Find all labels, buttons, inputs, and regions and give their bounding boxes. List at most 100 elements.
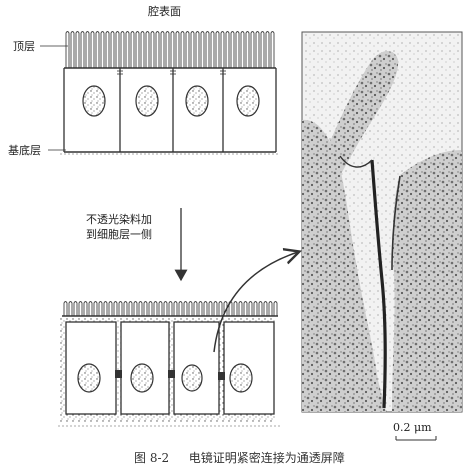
microvillus <box>180 31 185 68</box>
microvillus <box>133 301 138 316</box>
microvillus <box>83 301 88 316</box>
bottom-microvilli <box>63 301 278 316</box>
microvillus <box>150 31 155 68</box>
microvillus <box>128 301 133 316</box>
microvillus <box>168 301 173 316</box>
microvillus <box>120 31 125 68</box>
figure-caption-text: 电镜证明紧密连接为通透屏障 <box>188 451 345 465</box>
microvillus <box>203 301 208 316</box>
microvillus <box>230 31 235 68</box>
microvillus <box>153 301 158 316</box>
microvillus <box>245 31 250 68</box>
microvillus <box>100 31 105 68</box>
microvillus <box>225 31 230 68</box>
microvillus <box>215 31 220 68</box>
microvillus <box>178 301 183 316</box>
bottom-epithelium-diagram <box>58 301 280 427</box>
microvillus <box>113 301 118 316</box>
microvillus <box>250 31 255 68</box>
microvillus <box>145 31 150 68</box>
microvillus <box>173 301 178 316</box>
microvillus <box>170 31 175 68</box>
microvillus <box>130 31 135 68</box>
microvillus <box>223 301 228 316</box>
microvillus <box>165 31 170 68</box>
microvillus <box>243 301 248 316</box>
microvillus <box>138 301 143 316</box>
instruction-line2: 到细胞层一侧 <box>86 228 152 241</box>
microvillus <box>63 301 68 316</box>
microvillus <box>220 31 225 68</box>
microvillus <box>268 301 273 316</box>
microvillus <box>213 301 218 316</box>
microvillus <box>160 31 165 68</box>
microvillus <box>233 301 238 316</box>
microvillus <box>118 301 123 316</box>
microvillus <box>183 301 188 316</box>
microvillus <box>65 31 70 68</box>
microvillus <box>238 301 243 316</box>
microvillus <box>135 31 140 68</box>
microvillus <box>265 31 270 68</box>
microvillus <box>235 31 240 68</box>
microvillus <box>80 31 85 68</box>
microvillus <box>273 301 278 316</box>
microvillus <box>158 301 163 316</box>
instruction-line1: 不透光染料加 <box>86 213 152 226</box>
microvillus <box>95 31 100 68</box>
microvillus <box>88 301 93 316</box>
top-nuclei <box>82 85 260 117</box>
microvillus <box>90 31 95 68</box>
microvillus <box>163 301 168 316</box>
microvillus <box>193 301 198 316</box>
basal-layer-label: 基底层 <box>8 144 41 157</box>
microvillus <box>270 31 275 68</box>
microvillus <box>140 31 145 68</box>
top-epithelium-diagram <box>60 31 280 155</box>
top-microvilli <box>65 31 275 68</box>
microvillus <box>255 31 260 68</box>
bottom-cells <box>65 321 275 415</box>
microvillus <box>110 31 115 68</box>
microvillus <box>188 301 193 316</box>
microvillus <box>240 31 245 68</box>
microvillus <box>218 301 223 316</box>
microvillus <box>93 301 98 316</box>
microvillus <box>108 301 113 316</box>
microvillus <box>73 301 78 316</box>
apical-layer-label: 顶层 <box>13 40 35 53</box>
microvillus <box>103 301 108 316</box>
microvillus <box>195 31 200 68</box>
microvillus <box>210 31 215 68</box>
microvillus <box>78 301 83 316</box>
microvillus <box>143 301 148 316</box>
microvillus <box>115 31 120 68</box>
microvillus <box>248 301 253 316</box>
microvillus <box>205 31 210 68</box>
microvillus <box>68 301 73 316</box>
microvillus <box>208 301 213 316</box>
microvillus <box>200 31 205 68</box>
microvillus <box>260 31 265 68</box>
microvillus <box>155 31 160 68</box>
microvillus <box>175 31 180 68</box>
microvillus <box>123 301 128 316</box>
microvillus <box>70 31 75 68</box>
callout-arrow <box>213 252 298 353</box>
microvillus <box>98 301 103 316</box>
scale-bar-label: 0.2 μm <box>393 421 432 434</box>
microvillus <box>198 301 203 316</box>
bottom-nuclei <box>77 363 253 393</box>
microvillus <box>75 31 80 68</box>
microvillus <box>263 301 268 316</box>
microvillus <box>258 301 263 316</box>
microvillus <box>185 31 190 68</box>
microvillus <box>190 31 195 68</box>
microvillus <box>253 301 258 316</box>
figure-number: 图 8-2 <box>134 451 170 465</box>
figure-caption: 图 8-2 电镜证明紧密连接为通透屏障 <box>134 449 345 466</box>
microvillus <box>85 31 90 68</box>
microvillus <box>125 31 130 68</box>
luminal-surface-label: 腔表面 <box>148 5 181 18</box>
